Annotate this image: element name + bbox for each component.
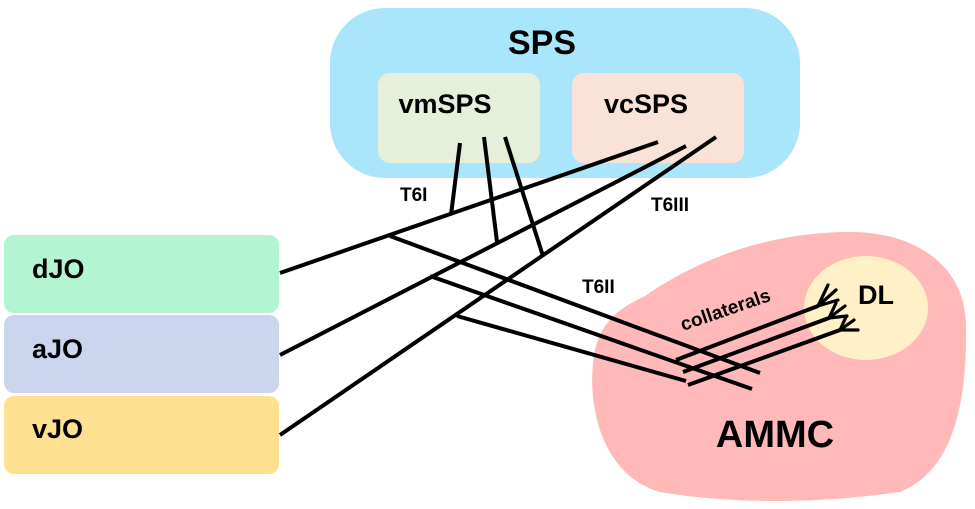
djo-to-vcsps-line [279, 140, 659, 275]
vcsps-label: vcSPS [604, 89, 688, 119]
ajo-to-vcsps-line [279, 144, 687, 357]
vcsps-region [572, 73, 744, 163]
collateral-terminals [816, 283, 860, 332]
collateral-line-1 [675, 304, 819, 362]
sps-label: SPS [508, 24, 576, 62]
vjo-box [4, 396, 279, 474]
ajo-box [4, 315, 279, 393]
t6i-label: T6I [400, 185, 427, 206]
vmsps-descending-line-1 [449, 142, 462, 216]
dl-label: DL [858, 280, 894, 310]
djo-box [4, 235, 279, 313]
collateral-line-2 [682, 316, 830, 374]
vmsps-region [378, 73, 540, 163]
t6iii-label: T6III [651, 195, 689, 216]
terminal-branch-1 [816, 283, 840, 308]
vmsps-descending-line-2 [482, 136, 499, 243]
collateral-line-3 [687, 328, 841, 387]
ammc-projection-line-3 [456, 314, 687, 383]
vmsps-descending-line-3 [503, 136, 545, 257]
vjo-to-vcsps-line [278, 135, 718, 437]
vjo-label: vJO [32, 414, 83, 444]
t6ii-label: T6II [582, 277, 615, 298]
ammc-projection-line-2 [429, 274, 753, 391]
fiber-lines [278, 135, 841, 437]
terminal-branch-2 [827, 301, 849, 320]
dl-region [804, 256, 928, 360]
ammc-label: AMMC [716, 414, 834, 456]
vmsps-label: vmSPS [398, 89, 491, 119]
terminal-branch-3 [838, 315, 860, 332]
ajo-label: aJO [32, 334, 83, 364]
djo-label: dJO [32, 254, 85, 284]
